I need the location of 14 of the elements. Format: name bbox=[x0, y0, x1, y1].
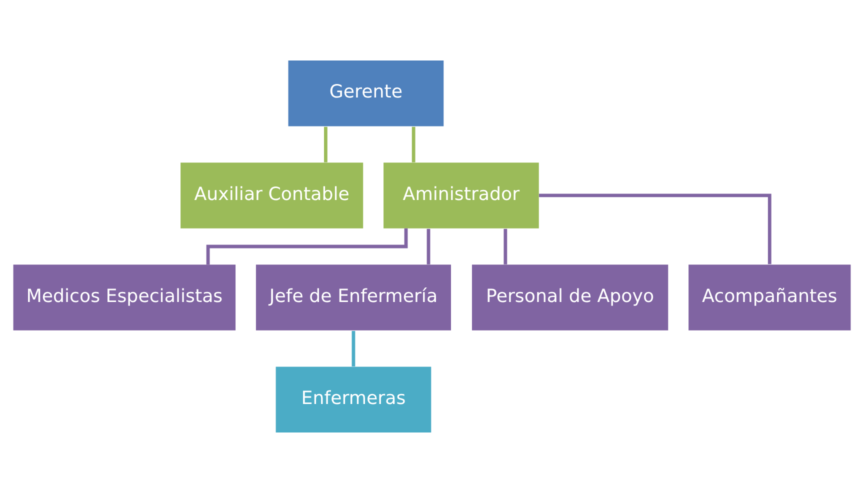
node-box: Enfermeras bbox=[276, 366, 432, 432]
node-box: Jefe de Enfermería bbox=[256, 264, 451, 330]
connector bbox=[539, 194, 772, 264]
connector bbox=[352, 330, 356, 366]
connector bbox=[412, 126, 416, 162]
connector bbox=[426, 228, 430, 264]
connector bbox=[324, 126, 328, 162]
node-box: Aministrador bbox=[384, 162, 539, 228]
node-box: Gerente bbox=[288, 60, 444, 126]
node-box: Medicos Especialistas bbox=[13, 264, 236, 330]
node-box: Auxiliar Contable bbox=[180, 162, 364, 228]
connector bbox=[504, 228, 508, 264]
node-box: Acompañantes bbox=[688, 264, 851, 330]
node-box: Personal de Apoyo bbox=[472, 264, 668, 330]
